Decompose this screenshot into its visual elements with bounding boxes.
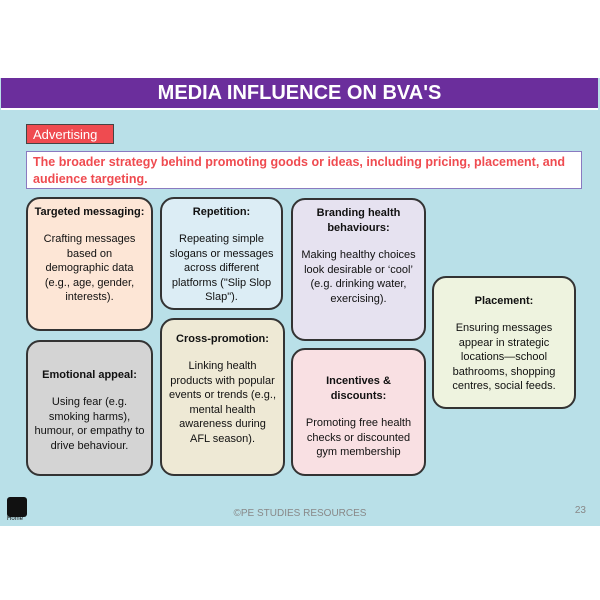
footer-copyright: ©PE STUDIES RESOURCES	[233, 508, 367, 519]
definition-box: The broader strategy behind promoting go…	[26, 151, 582, 189]
page-number: 23	[574, 505, 586, 516]
card-heading: Repetition:	[192, 206, 251, 218]
advertising-tag: Advertising	[26, 124, 114, 144]
card-body: Crafting messages based on demographic d…	[43, 233, 136, 303]
card-heading: Cross-promotion:	[176, 333, 269, 345]
card-body: Making healthy choices look desirable or…	[301, 249, 416, 305]
card-heading: Branding health behaviours:	[316, 207, 401, 234]
card-heading: Placement:	[474, 295, 534, 307]
card-emotional-appeal: Emotional appeal: Using fear (e.g. smokin…	[26, 340, 153, 476]
card-heading: Targeted messaging:	[34, 206, 145, 218]
card-heading: Emotional appeal:	[42, 369, 137, 381]
card-incentives: Incentives & discounts: Promoting free he…	[291, 348, 426, 476]
slide-title: MEDIA INFLUENCE ON BVA'S	[1, 78, 598, 110]
card-body: Using fear (e.g. smoking harms), humour,…	[34, 396, 145, 452]
card-heading: Incentives & discounts:	[326, 375, 391, 402]
card-placement: Placement: Ensuring messages appear in st…	[432, 276, 576, 409]
card-body: Linking health products with popular eve…	[169, 360, 276, 445]
card-targeted-messaging: Targeted messaging: Crafting messages bas…	[26, 197, 153, 331]
card-body: Promoting free health checks or discount…	[305, 417, 412, 458]
card-cross-promotion: Cross-promotion: Linking health products …	[160, 318, 285, 476]
card-body: Repeating simple slogans or messages acr…	[169, 233, 274, 303]
card-branding: Branding health behaviours: Making health…	[291, 198, 426, 341]
card-repetition: Repetition: Repeating simple slogans or m…	[160, 197, 283, 310]
card-body: Ensuring messages appear in strategic lo…	[452, 322, 556, 392]
home-label[interactable]: Home	[7, 516, 24, 522]
slide: MEDIA INFLUENCE ON BVA'S Advertising The…	[0, 78, 600, 526]
home-icon[interactable]	[7, 497, 27, 517]
